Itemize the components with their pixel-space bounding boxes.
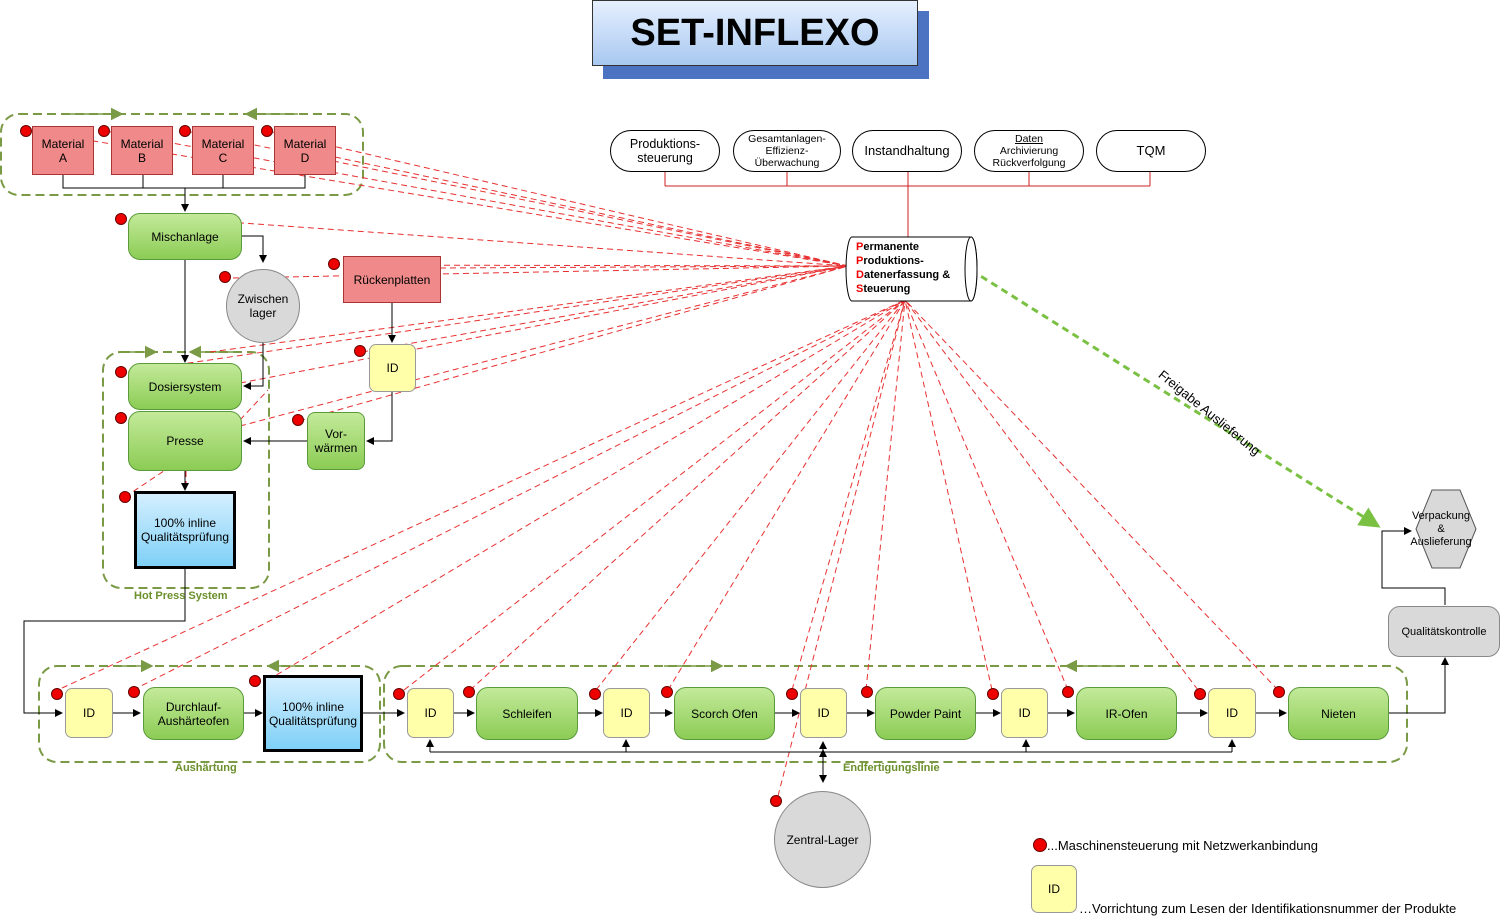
- inline-quality-check-aushaertung[interactable]: 100% inline Qualitätsprüfung: [263, 675, 363, 752]
- pill-daten-body: Archivierung Rückverfolgung: [992, 145, 1066, 169]
- pill-gesamtanlagen[interactable]: Gesamtanlagen- Effizienz- Überwachung: [733, 130, 841, 172]
- machine-dot: [589, 688, 601, 700]
- machine-dot: [292, 414, 304, 426]
- material-b[interactable]: Material B: [111, 126, 173, 175]
- machine-dot: [987, 688, 999, 700]
- vorwaermen[interactable]: Vor- wärmen: [307, 412, 365, 470]
- page-title: SET-INFLEXO: [592, 0, 918, 66]
- id-reader-rueckenplatten[interactable]: ID: [369, 344, 416, 392]
- process-connectors: [23, 175, 1449, 783]
- machine-dot: [786, 688, 798, 700]
- machine-dot: [115, 412, 127, 424]
- machine-dot: [1062, 686, 1074, 698]
- schleifen[interactable]: Schleifen: [476, 687, 578, 740]
- machine-dot: [1273, 686, 1285, 698]
- machine-dot: [328, 258, 340, 270]
- id-reader-1[interactable]: ID: [65, 688, 113, 738]
- material-d[interactable]: Material D: [274, 126, 336, 175]
- machine-dot: [393, 688, 405, 700]
- release-arrow: [970, 268, 1381, 528]
- id-reader-5[interactable]: ID: [1001, 688, 1048, 738]
- ppds-line-2: Produktions-: [856, 255, 924, 267]
- machine-dot: [20, 125, 32, 137]
- group-label-aushaertung: Aushärtung: [175, 762, 237, 774]
- pill-produktionssteuerung[interactable]: Produktions- steuerung: [610, 130, 720, 172]
- presse[interactable]: Presse: [128, 411, 242, 471]
- machine-dot: [179, 125, 191, 137]
- legend-id-box: ID: [1031, 865, 1077, 913]
- ppds-cylinder: [845, 236, 978, 302]
- machine-dot: [249, 675, 261, 687]
- ppds-line-3: Datenerfassung &: [856, 269, 951, 281]
- id-reader-2[interactable]: ID: [407, 688, 454, 738]
- id-reader-3[interactable]: ID: [603, 688, 650, 738]
- machine-dot: [770, 795, 782, 807]
- mischanlage[interactable]: Mischanlage: [128, 213, 242, 260]
- zentral-lager[interactable]: Zentral-Lager: [774, 791, 871, 888]
- machine-dot: [354, 345, 366, 357]
- group-label-hot-press: Hot Press System: [134, 590, 228, 602]
- machine-dot: [261, 125, 273, 137]
- scorch-ofen[interactable]: Scorch Ofen: [674, 687, 775, 740]
- legend-dot-icon: [1033, 838, 1047, 852]
- machine-dot: [98, 125, 110, 137]
- pill-daten-head: Daten: [1014, 133, 1044, 145]
- inline-quality-check-hot-press[interactable]: 100% inline Qualitätsprüfung: [134, 491, 236, 569]
- group-frames: [0, 113, 1408, 763]
- ppds-label[interactable]: Permanente Produktions- Datenerfassung &…: [856, 240, 968, 296]
- pill-tqm[interactable]: TQM: [1096, 130, 1206, 172]
- machine-dot: [219, 271, 231, 283]
- machine-dot: [661, 686, 673, 698]
- ppds-line-1: Permanente: [856, 241, 919, 253]
- powder-paint[interactable]: Powder Paint: [875, 687, 976, 740]
- machine-dot: [119, 491, 131, 503]
- id-reader-6[interactable]: ID: [1208, 688, 1256, 738]
- material-c[interactable]: Material C: [192, 126, 254, 175]
- machine-dot: [463, 686, 475, 698]
- verpackung-auslieferung[interactable]: Verpackung & Auslieferung: [1410, 509, 1472, 548]
- material-a[interactable]: Material A: [32, 126, 94, 175]
- ppds-line-4: Steuerung: [856, 283, 911, 295]
- group-label-endfertigung: Endfertigungslinie: [843, 762, 940, 774]
- machine-dot: [115, 213, 127, 225]
- id-reader-4[interactable]: ID: [800, 688, 847, 738]
- machine-dot: [115, 366, 127, 378]
- verpackung-shape: [1415, 489, 1477, 569]
- machine-dot: [128, 686, 140, 698]
- ir-ofen[interactable]: IR-Ofen: [1076, 687, 1177, 740]
- qualitaetskontrolle[interactable]: Qualitätskontrolle: [1388, 606, 1500, 657]
- machine-dot: [861, 686, 873, 698]
- machine-dot: [1194, 688, 1206, 700]
- zwischenlager[interactable]: Zwischen lager: [226, 269, 300, 343]
- group-flow-arrows: [62, 107, 1118, 673]
- legend-dot-text: ...Maschinensteuerung mit Netzwerkanbind…: [1047, 838, 1318, 853]
- dosiersystem[interactable]: Dosiersystem: [128, 363, 242, 410]
- durchlauf-aushaerteofen[interactable]: Durchlauf- Aushärteofen: [143, 687, 244, 740]
- pill-daten[interactable]: Daten Archivierung Rückverfolgung: [974, 130, 1084, 172]
- nieten[interactable]: Nieten: [1288, 687, 1389, 740]
- pill-instandhaltung[interactable]: Instandhaltung: [852, 130, 962, 172]
- rueckenplatten[interactable]: Rückenplatten: [343, 256, 441, 303]
- legend-id-text: …Vorrichtung zum Lesen der Identifikatio…: [1079, 901, 1457, 916]
- bus-lines: [664, 172, 1151, 237]
- machine-dot: [51, 688, 63, 700]
